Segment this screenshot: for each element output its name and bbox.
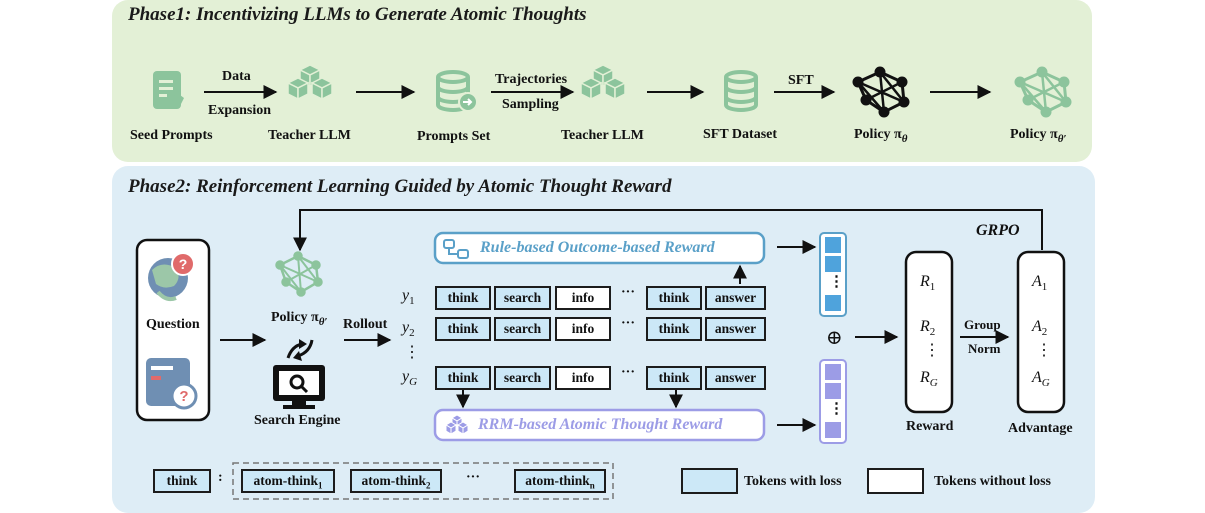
token-think: think <box>646 317 702 341</box>
token-answer: answer <box>705 286 766 310</box>
legend-without-loss-label: Tokens without loss <box>934 474 1051 489</box>
seed-prompts-label: Seed Prompts <box>130 128 213 143</box>
rule-reward-label: Rule-based Outcome-based Reward <box>480 239 715 256</box>
swap-arrows-icon <box>286 339 314 361</box>
document-icon <box>153 71 184 109</box>
search-engine-icon <box>273 365 325 409</box>
svg-text:?: ? <box>179 388 188 405</box>
policy-theta-prime-label: Policy πθ′ <box>1010 127 1067 145</box>
policy-label: Policy πθ′ <box>271 310 328 328</box>
rrm-reward-vector <box>819 359 847 444</box>
norm-label: Norm <box>968 341 1001 356</box>
advantage-vdots: ⋮ <box>1036 342 1052 359</box>
atom-think-token: atom-think1 <box>241 469 335 493</box>
rrm-reward-label: RRM-based Atomic Thought Reward <box>478 416 723 433</box>
policy-theta-label: Policy πθ <box>854 127 908 145</box>
rrm-reward-box <box>433 408 766 442</box>
token-search: search <box>494 366 551 390</box>
a1-label: A1 <box>1032 273 1048 294</box>
flow-icon <box>443 239 469 259</box>
teacher-llm-label-2: Teacher LLM <box>561 128 644 143</box>
sft-dataset-label: SFT Dataset <box>703 127 778 142</box>
policy-network-icon <box>275 251 323 297</box>
token-ellipsis: ··· <box>621 285 636 300</box>
a2-label: A2 <box>1032 318 1048 339</box>
cube-cluster-icon <box>286 64 334 101</box>
rG-label: RG <box>920 369 938 390</box>
r2-label: R2 <box>920 318 936 339</box>
database-icon <box>724 70 758 112</box>
oplus-symbol: ⊕ <box>826 327 843 349</box>
token-ellipsis: ··· <box>621 365 636 380</box>
atom-think-token: atom-thinkn <box>514 469 606 493</box>
legend-swatch-with-loss <box>681 468 738 494</box>
token-answer: answer <box>705 317 766 341</box>
question-label: Question <box>146 317 200 332</box>
rollout-label: Rollout <box>343 317 388 332</box>
policy-network-icon <box>852 66 910 118</box>
advantage-label: Advantage <box>1008 421 1073 436</box>
token-search: search <box>494 317 551 341</box>
teacher-llm-label: Teacher LLM <box>268 128 351 143</box>
search-engine-label: Search Engine <box>254 413 341 428</box>
legend-with-loss-label: Tokens with loss <box>744 474 842 489</box>
grpo-label: GRPO <box>976 222 1020 239</box>
yG-label: yG <box>402 368 418 389</box>
r1-label: R1 <box>920 273 936 294</box>
prompts-set-label: Prompts Set <box>417 129 491 144</box>
rule-reward-vector <box>819 232 847 317</box>
sft-label: SFT <box>788 73 814 88</box>
vector-vdots: ⋮ <box>829 401 844 417</box>
reward-label: Reward <box>906 419 954 434</box>
reward-box <box>904 250 954 414</box>
reward-vdots: ⋮ <box>924 342 940 359</box>
legend-think-token: think <box>153 469 211 493</box>
atom-think-token: atom-think2 <box>350 469 442 493</box>
aG-label: AG <box>1032 369 1050 390</box>
document-question-icon: ? <box>146 358 198 410</box>
svg-text:?: ? <box>179 256 188 272</box>
sampling-label: Sampling <box>502 97 559 112</box>
legend-colon: : <box>218 470 223 485</box>
token-search: search <box>494 286 551 310</box>
phase1-title: Phase1: Incentivizing LLMs to Generate A… <box>128 4 587 25</box>
token-answer: answer <box>705 366 766 390</box>
cube-cluster-icon <box>445 414 469 435</box>
token-info: info <box>555 286 611 310</box>
token-think: think <box>646 286 702 310</box>
atom-think-group <box>232 462 614 500</box>
token-think: think <box>646 366 702 390</box>
token-info: info <box>555 366 611 390</box>
advantage-box <box>1016 250 1066 414</box>
rule-reward-box <box>433 231 766 265</box>
data-label: Data <box>222 69 251 84</box>
head-question-icon: ? <box>148 252 195 302</box>
trajectories-label: Trajectories <box>495 72 568 87</box>
token-think: think <box>435 366 491 390</box>
policy-network-icon <box>1014 66 1072 118</box>
y2-label: y2 <box>402 319 415 340</box>
group-label: Group <box>964 317 1001 332</box>
y1-label: y1 <box>402 287 415 308</box>
legend-ellipsis: ··· <box>466 470 481 485</box>
legend-swatch-without-loss <box>867 468 924 494</box>
token-think: think <box>435 286 491 310</box>
token-info: info <box>555 317 611 341</box>
token-think: think <box>435 317 491 341</box>
phase2-title: Phase2: Reinforcement Learning Guided by… <box>128 176 672 197</box>
database-icon <box>436 70 478 112</box>
cube-cluster-icon <box>579 64 627 101</box>
token-ellipsis: ··· <box>621 316 636 331</box>
vdots-label: ⋮ <box>404 344 420 361</box>
vector-vdots: ⋮ <box>829 274 844 290</box>
expansion-label: Expansion <box>208 103 272 118</box>
